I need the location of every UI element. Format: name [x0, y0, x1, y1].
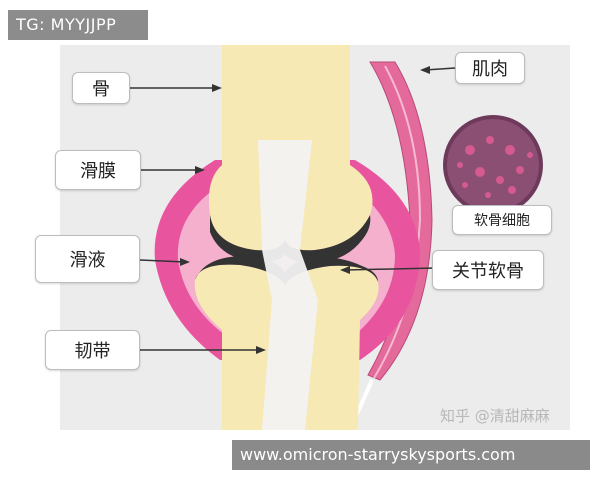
cartilage-cells-dots	[457, 136, 533, 198]
muscle-shape	[367, 61, 433, 381]
top-tag: TG: MYYJJPP	[8, 10, 148, 40]
label-synovium: 滑膜	[55, 150, 141, 190]
label-articular-cartilage: 关节软骨	[432, 250, 544, 290]
ligament-shape	[258, 140, 318, 430]
label-bone: 骨	[72, 72, 130, 104]
label-synovial-fluid: 滑液	[35, 235, 140, 283]
watermark: 知乎 @清甜麻麻	[440, 407, 550, 425]
label-muscle: 肌肉	[455, 52, 525, 84]
upper-cartilage	[210, 215, 371, 263]
pointer-arrowheads	[180, 66, 430, 354]
label-cartilage-cells: 软骨细胞	[452, 205, 552, 235]
label-ligament: 韧带	[45, 330, 140, 370]
pointer-lines	[130, 67, 456, 351]
url-banner: www.omicron-starryskysports.com	[232, 440, 590, 470]
muscle-highlight	[373, 65, 422, 379]
cartilage-cells-inner	[447, 119, 539, 211]
